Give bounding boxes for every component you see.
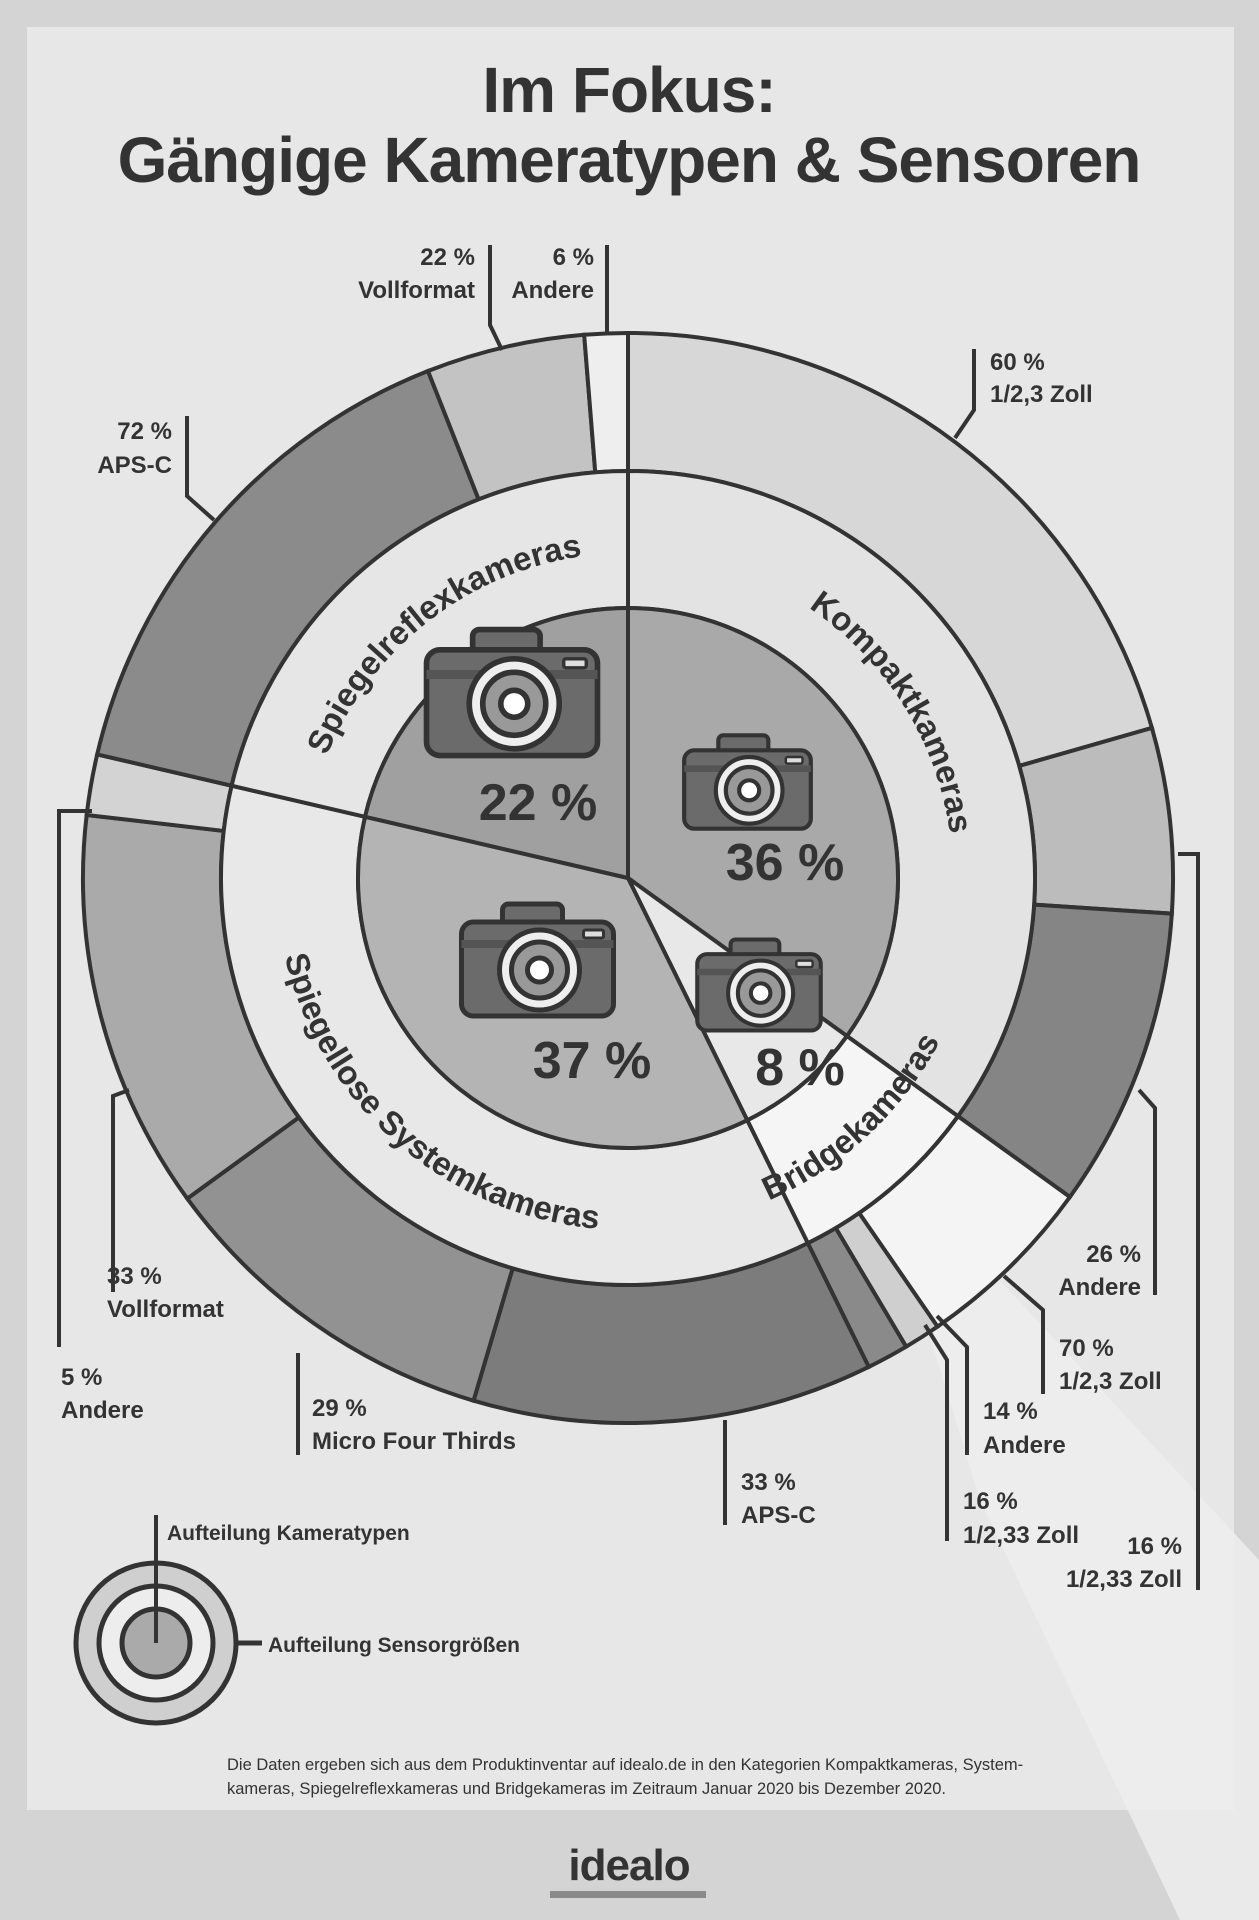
label-dslm-andere: Andere: [61, 1397, 144, 1424]
label-kompakt-andere: Andere: [1058, 1274, 1141, 1301]
label-dslr-vollformat: Vollformat: [358, 277, 475, 304]
label-bridge-123-pct: 70 %: [1059, 1335, 1114, 1362]
label-kompakt-1233: 1/2,33 Zoll: [1066, 1566, 1182, 1593]
mirrorless-camera-icon: [462, 904, 614, 1016]
logo-underline: [550, 1891, 706, 1898]
label-dslm-apsc-pct: 33 %: [741, 1469, 796, 1496]
label-dslr-andere: Andere: [511, 277, 594, 304]
label-kompakt-123-pct: 60 %: [990, 349, 1045, 376]
footnote-line-1: Die Daten ergeben sich aus dem Produktin…: [227, 1756, 1023, 1774]
label-dslr-apsc-pct: 72 %: [117, 418, 172, 445]
label-dslm-mft: Micro Four Thirds: [312, 1428, 516, 1455]
legend-inner-label: Aufteilung Kameratypen: [167, 1522, 410, 1545]
bridge-camera-icon: [697, 940, 821, 1031]
label-bridge-andere-pct: 14 %: [983, 1398, 1038, 1425]
compact-camera-icon: [684, 735, 811, 828]
title-line-2: Gängige Kameratypen & Sensoren: [118, 124, 1141, 196]
sensor-ring: [81, 330, 1175, 1425]
title-line-1: Im Fokus:: [482, 54, 775, 126]
pct-spiegelreflex: 22 %: [479, 774, 598, 832]
label-bridge-andere: Andere: [983, 1432, 1066, 1459]
label-dslm-vollformat-pct: 33 %: [107, 1263, 162, 1290]
label-dslm-mft-pct: 29 %: [312, 1395, 367, 1422]
legend: Aufteilung Kameratypen Aufteilung Sensor…: [73, 1515, 520, 1726]
light-beam: [870, 1140, 1259, 1920]
pct-kompakt: 36 %: [726, 834, 845, 892]
label-kompakt-1233-pct: 16 %: [1127, 1533, 1182, 1560]
idealo-logo: idealo: [568, 1841, 689, 1890]
dslr-camera-icon: [427, 630, 598, 756]
pct-bridge: 8 %: [755, 1039, 845, 1097]
label-dslm-andere-pct: 5 %: [61, 1364, 102, 1391]
footnote-line-2: kameras, Spiegelreflexkameras und Bridge…: [227, 1780, 946, 1798]
label-bridge-123: 1/2,3 Zoll: [1059, 1368, 1162, 1395]
pct-spiegellose: 37 %: [533, 1032, 652, 1090]
label-dslr-andere-pct: 6 %: [553, 244, 594, 271]
leader-lines: [57, 245, 1200, 1590]
label-bridge-1233: 1/2,33 Zoll: [963, 1522, 1079, 1549]
label-dslm-vollformat: Vollformat: [107, 1296, 224, 1323]
label-kompakt-123: 1/2,3 Zoll: [990, 381, 1093, 408]
label-dslr-apsc: APS-C: [97, 452, 172, 479]
label-dslr-vollformat-pct: 22 %: [420, 244, 475, 271]
label-kompakt-andere-pct: 26 %: [1086, 1241, 1141, 1268]
label-dslm-apsc: APS-C: [741, 1502, 816, 1529]
sensor-labels: 22 % Vollformat 6 % Andere 60 % 1/2,3 Zo…: [61, 244, 1182, 1593]
label-bridge-1233-pct: 16 %: [963, 1488, 1018, 1515]
legend-outer-label: Aufteilung Sensorgrößen: [268, 1634, 520, 1657]
